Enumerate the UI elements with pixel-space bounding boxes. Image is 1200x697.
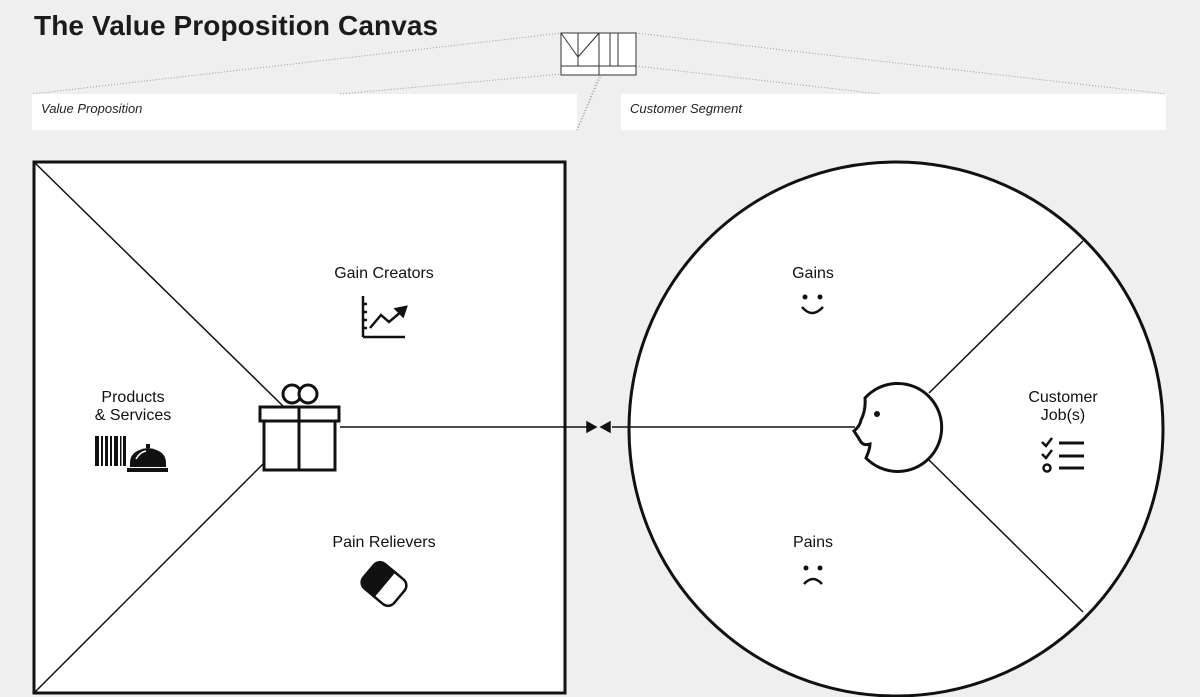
- smile-icon: [801, 294, 824, 315]
- frown-icon: [803, 565, 823, 585]
- canvas-thumbnail-icon: [560, 32, 637, 76]
- products-services-label-line2: & Services: [95, 407, 171, 424]
- customer-face-icon: [852, 381, 944, 473]
- customer-jobs-label-line1: Customer: [1028, 389, 1098, 406]
- customer-segment-field-label: Customer Segment: [630, 101, 742, 116]
- gift-icon: [258, 383, 341, 472]
- pain-relievers-label: Pain Relievers: [332, 534, 435, 551]
- service-bell-icon: [127, 444, 168, 472]
- gains-label: Gains: [792, 265, 834, 282]
- perspective-lines: [31, 32, 1167, 131]
- pains-label: Pains: [793, 534, 833, 551]
- growth-chart-icon: [361, 296, 408, 339]
- gain-creators-label: Gain Creators: [334, 265, 434, 282]
- checklist-icon: [1041, 437, 1084, 473]
- barcode-icon: [95, 436, 126, 466]
- fit-arrows: [340, 420, 855, 434]
- customer-jobs-label-line2: Job(s): [1041, 407, 1085, 424]
- page-title: The Value Proposition Canvas: [34, 10, 439, 41]
- customer-segment-field[interactable]: Customer Segment: [621, 94, 1166, 130]
- value-proposition-field[interactable]: Value Proposition: [32, 94, 577, 130]
- value-proposition-field-label: Value Proposition: [41, 101, 143, 116]
- products-services-label-line1: Products: [101, 389, 164, 406]
- pill-icon: [360, 560, 408, 608]
